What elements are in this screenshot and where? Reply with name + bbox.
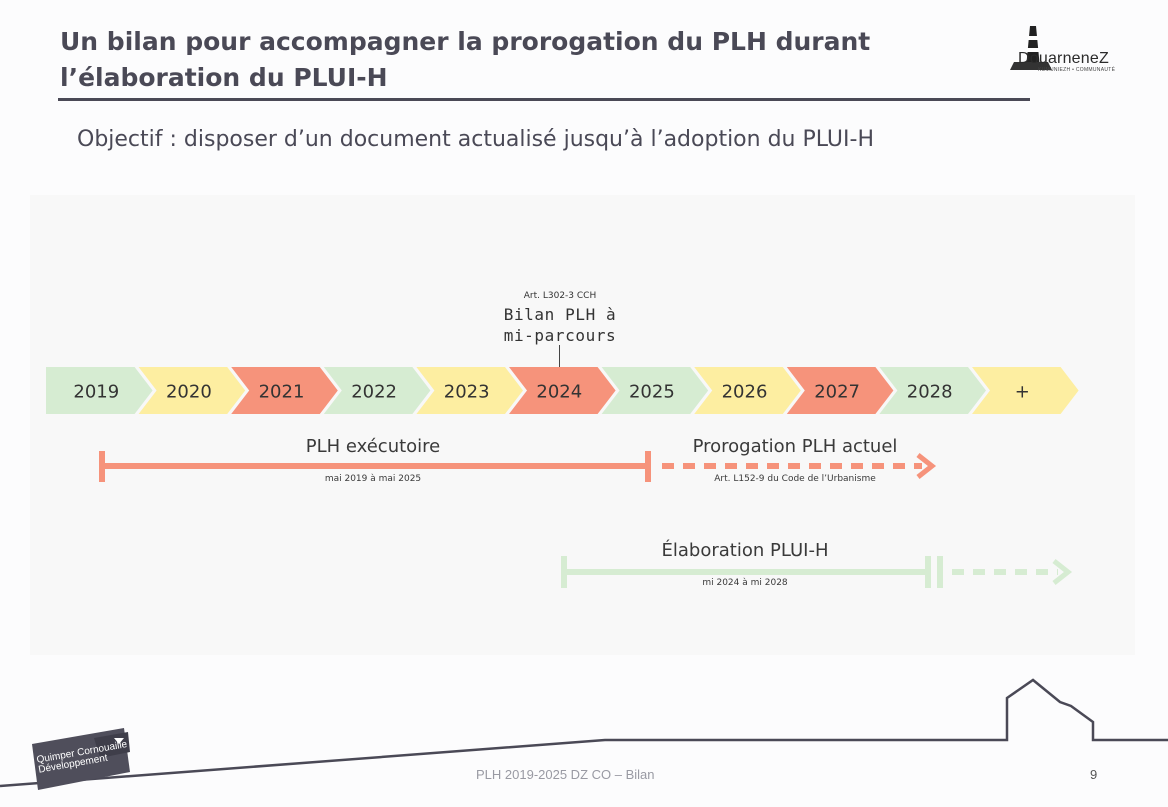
logo-subtitle: KUMUNIEZH • COMMUNAUTÉ [1038,67,1116,73]
year-label: 2019 [73,382,119,403]
year-chevron [323,367,431,414]
year-label: 2023 [444,382,490,403]
annotation-pointer [559,345,560,367]
prorogation-arrowhead [916,453,937,479]
year-chevron [786,367,894,414]
year-chevron [416,367,523,414]
prorogation-reference: Art. L152-9 du Code de l’Urbanisme [714,474,876,484]
year-chevron [138,367,246,414]
year-label: 2024 [536,382,582,403]
year-label: 2028 [907,382,953,403]
page-title: Un bilan pour accompagner la prorogation… [60,27,871,92]
year-chevron [694,367,801,414]
qcd-logo-shape [32,728,130,790]
plh-executoire-dates: mai 2019 à mai 2025 [324,474,422,484]
year-label: 2027 [814,382,860,403]
page-number: 9 [1090,767,1098,782]
year-label: 2025 [629,382,675,403]
year-chevron [509,367,616,414]
title-divider [58,98,1030,101]
objective-text: Objectif : disposer d’un document actual… [77,127,874,152]
logo-name: DouarneneZ [1018,50,1109,67]
year-label: + [1015,382,1030,403]
pluih-arrowhead [1052,559,1073,585]
year-label: 2021 [259,382,305,403]
prorogation-label: Prorogation PLH actuel [692,436,898,457]
lighthouse-icon [1010,26,1052,70]
annotation-line-2: mi-parcours [503,326,617,345]
year-chevron [879,367,986,414]
footer-caption: PLH 2019-2025 DZ CO – Bilan [476,767,655,782]
year-label: 2020 [166,382,212,403]
annotation-line-1: Bilan PLH à [503,305,617,324]
annotation-bilan: Bilan PLH à mi-parcours [440,304,680,346]
plh-executoire-label: PLH exécutoire [305,436,441,457]
annotation-article: Art. L302-3 CCH [523,291,597,301]
footer-skyline [0,678,1168,788]
year-chevron [601,367,709,414]
timeline-panel [30,195,1135,655]
pluih-dates: mi 2024 à mi 2028 [702,578,788,588]
year-chevron [46,367,153,414]
year-label: 2026 [722,382,768,403]
year-label: 2022 [351,382,397,403]
year-chevron [972,367,1079,414]
pluih-label: Élaboration PLUI-H [661,540,829,561]
douarnenez-logo: DouarneneZ KUMUNIEZH • COMMUNAUTÉ [1008,22,1134,76]
year-chevron [231,367,338,414]
